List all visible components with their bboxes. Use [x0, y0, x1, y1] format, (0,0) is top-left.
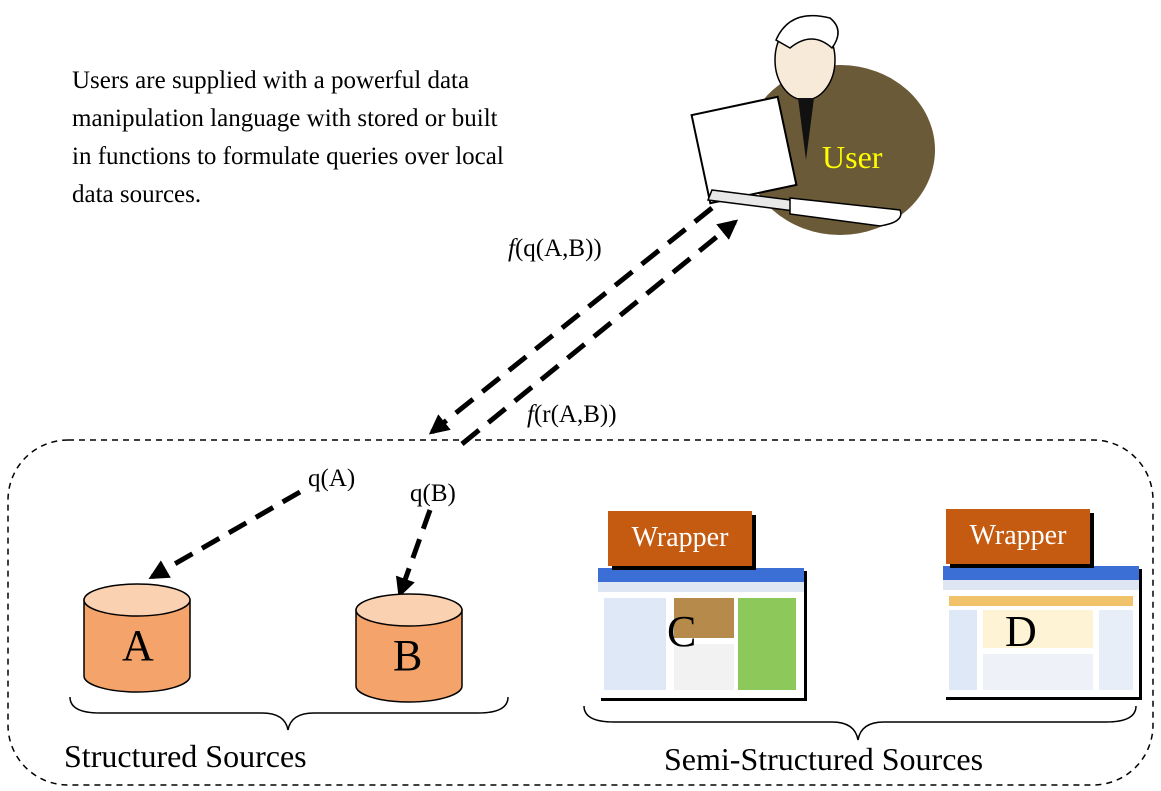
query-function-label: f(q(A,B)): [508, 236, 602, 261]
function-symbol: f: [527, 401, 534, 428]
local-sources-region: [7, 439, 1154, 786]
query-a-arrow: [148, 489, 302, 580]
intro-line: data sources.: [72, 181, 202, 208]
page-banner-block: [949, 596, 1133, 606]
page-sidebar-block: [604, 598, 666, 690]
browser-toolbar: [943, 580, 1139, 590]
user-illustration: [690, 14, 935, 235]
page-image-block: [674, 598, 734, 638]
page-sidebar-block: [949, 610, 977, 690]
result-function-label: f(r(A,B)): [527, 402, 617, 427]
query-a-label: q(A): [308, 465, 356, 492]
source-a-label: A: [122, 621, 154, 670]
intro-line: in functions to formulate queries over l…: [72, 143, 504, 170]
source-d-label: D: [1005, 607, 1037, 656]
function-expression: (r(A,B)): [533, 401, 617, 428]
database-b-cylinder: [355, 593, 463, 703]
query-b-arrow: [395, 509, 433, 598]
page-text-block: [674, 644, 734, 690]
function-expression: (q(A,B)): [514, 235, 602, 262]
query-b-label: q(B): [410, 480, 456, 507]
wrapper-d: Wrapper: [946, 509, 1090, 564]
page-content-block: [738, 598, 796, 690]
wrapper-c: Wrapper: [608, 511, 752, 566]
database-a-cylinder: [83, 583, 191, 693]
user-label: User: [822, 139, 883, 175]
intro-line: manipulation language with stored or bui…: [72, 105, 498, 132]
intro-line: Users are supplied with a powerful data: [72, 67, 470, 94]
structured-brace: [69, 696, 509, 731]
source-d-screenshot: [943, 566, 1139, 697]
function-symbol: f: [508, 235, 515, 262]
semi-structured-brace: [583, 705, 1137, 741]
result-arrow: [460, 219, 739, 446]
laptop-screen: [690, 95, 798, 205]
page-ad-block: [1099, 610, 1133, 690]
browser-titlebar: [943, 566, 1139, 580]
semi-structured-sources-label: Semi-Structured Sources: [664, 741, 984, 777]
intro-text: Users are supplied with a powerful data …: [72, 62, 632, 214]
browser-titlebar: [598, 568, 804, 582]
page-form-block: [983, 610, 1093, 648]
source-c-label: C: [667, 607, 697, 656]
query-arrow: [428, 206, 714, 435]
page-content-block: [983, 654, 1093, 690]
source-c-screenshot: [598, 568, 804, 698]
structured-sources-label: Structured Sources: [64, 738, 307, 774]
source-b-label: B: [393, 631, 423, 680]
browser-toolbar: [598, 582, 804, 592]
